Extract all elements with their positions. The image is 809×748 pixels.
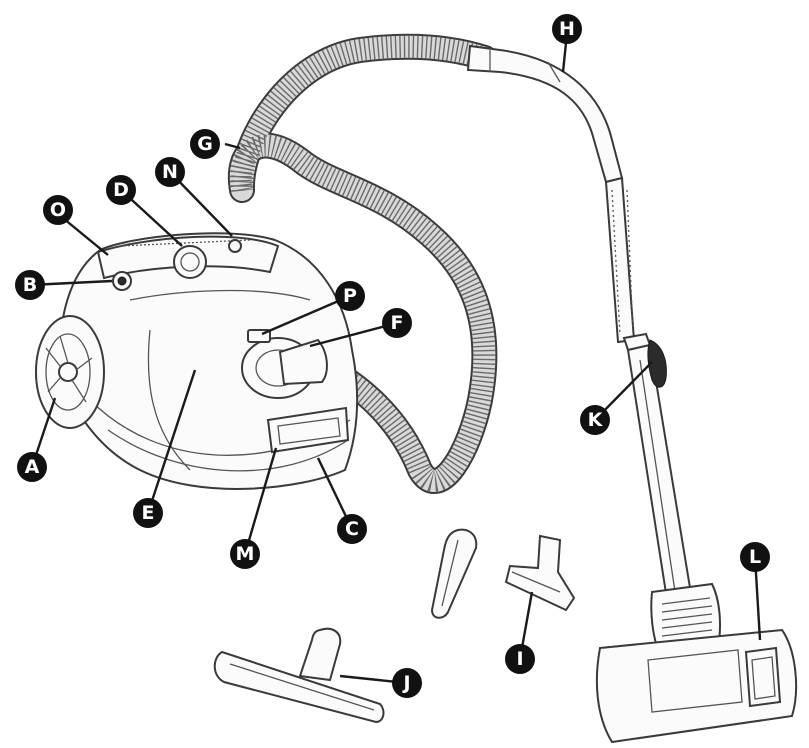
svg-text:G: G xyxy=(197,133,213,155)
callout-k: K xyxy=(580,405,610,435)
power-button xyxy=(112,271,132,291)
hose xyxy=(227,33,498,494)
callout-g: G xyxy=(190,129,220,159)
callout-h: H xyxy=(552,14,582,44)
svg-text:E: E xyxy=(142,502,155,524)
telescopic-tube xyxy=(604,176,694,608)
callout-m: M xyxy=(230,539,260,569)
crevice-tool xyxy=(430,528,478,619)
callout-c: C xyxy=(337,514,367,544)
svg-text:H: H xyxy=(559,18,575,40)
callout-i: I xyxy=(505,644,535,674)
svg-text:P: P xyxy=(343,285,357,307)
callout-j: J xyxy=(392,668,422,698)
hose-inlet xyxy=(241,337,328,399)
callout-p: P xyxy=(335,281,365,311)
handle xyxy=(466,44,624,184)
svg-text:D: D xyxy=(113,179,129,201)
callout-n: N xyxy=(155,157,185,187)
svg-text:K: K xyxy=(588,409,604,431)
svg-text:B: B xyxy=(23,274,37,296)
callout-b: B xyxy=(15,270,45,300)
callout-f: F xyxy=(382,308,412,338)
wheel xyxy=(35,315,105,429)
svg-text:C: C xyxy=(345,518,359,540)
parquet-brush xyxy=(213,627,385,724)
upholstery-tool xyxy=(504,534,576,612)
cord-rewind-button xyxy=(228,239,242,253)
svg-text:O: O xyxy=(50,199,66,221)
power-dial xyxy=(173,245,207,279)
callout-o: O xyxy=(43,195,73,225)
svg-text:N: N xyxy=(162,161,178,183)
svg-text:L: L xyxy=(749,546,761,568)
callout-l: L xyxy=(740,542,770,572)
floor-brush xyxy=(595,582,798,744)
callout-a: A xyxy=(17,452,47,482)
callout-e: E xyxy=(133,498,163,528)
svg-text:A: A xyxy=(25,456,40,478)
tube-release-button xyxy=(647,339,667,388)
svg-text:F: F xyxy=(391,312,404,334)
svg-text:M: M xyxy=(236,543,255,565)
svg-text:I: I xyxy=(516,648,523,670)
callout-d: D xyxy=(106,175,136,205)
carry-handle-front xyxy=(266,406,350,454)
svg-text:J: J xyxy=(401,672,410,694)
